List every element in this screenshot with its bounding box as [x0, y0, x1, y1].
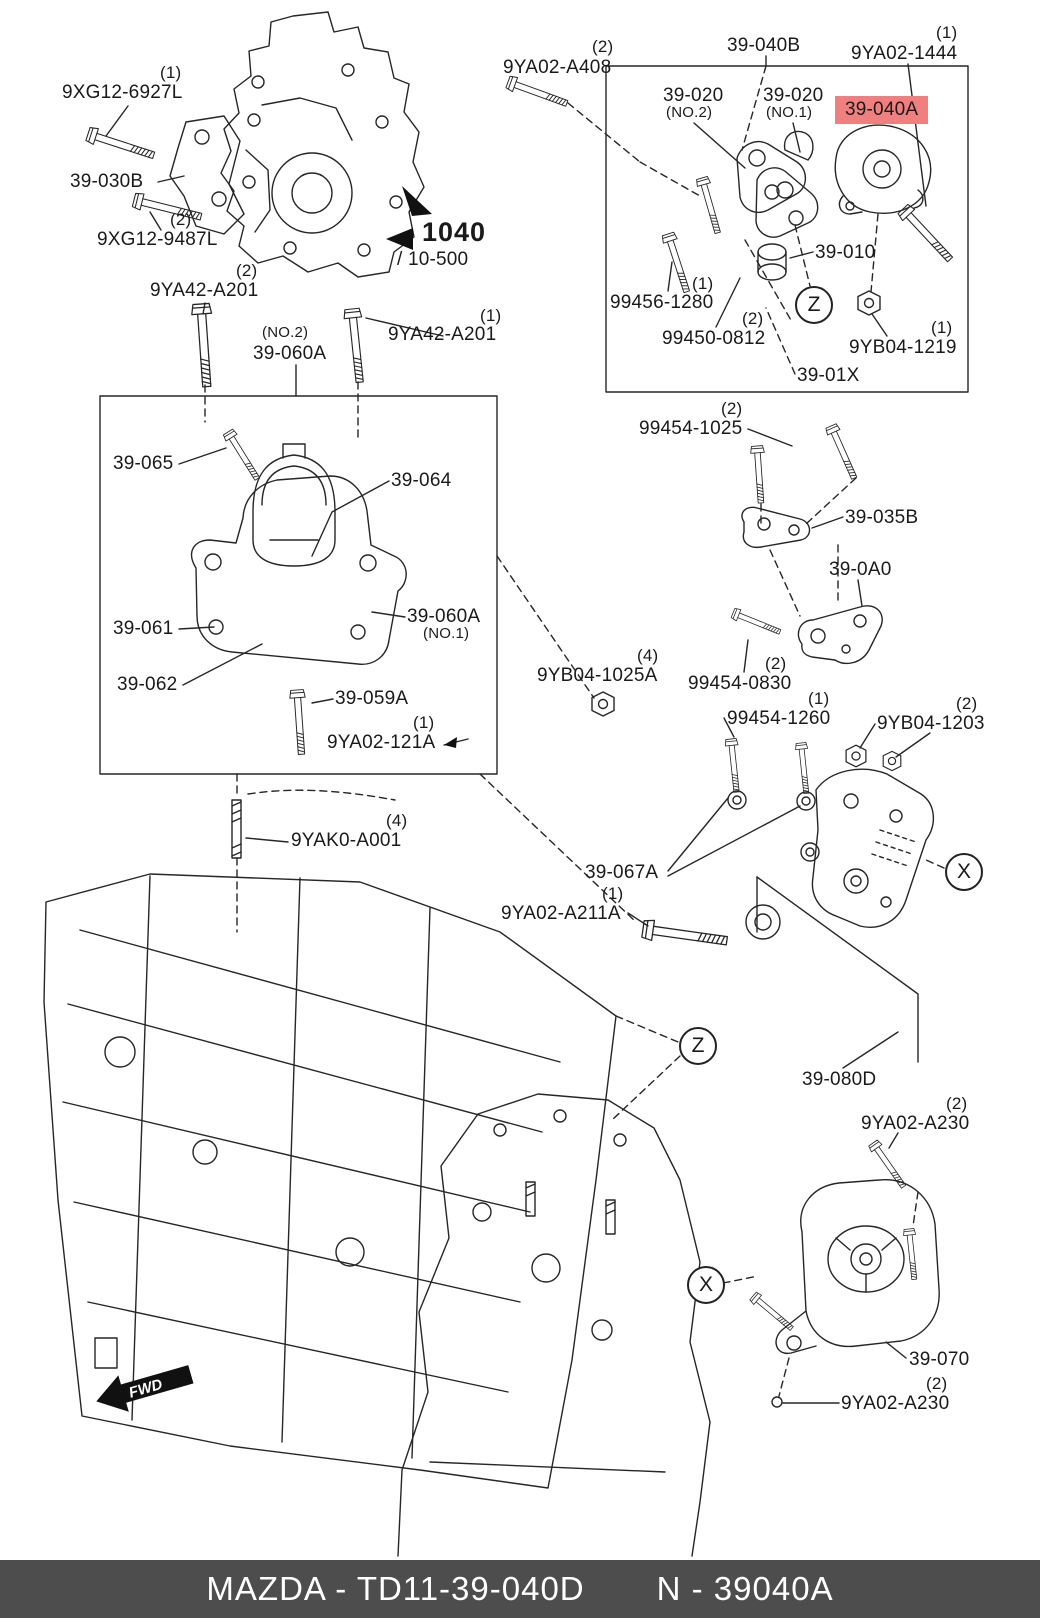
quantity-label: (2)	[926, 1374, 948, 1393]
part-label[interactable]: 39-010	[815, 242, 876, 263]
part-label[interactable]: 39-064	[391, 470, 452, 491]
leader-arrow-icon	[444, 737, 457, 748]
engine-block-outline	[43, 873, 617, 1489]
quantity-label: (1)	[808, 689, 830, 708]
part-label[interactable]: 39-065	[113, 453, 174, 474]
part-label[interactable]: 39-035B	[845, 507, 919, 528]
part-label[interactable]: 99454-0830	[688, 673, 792, 694]
part-label[interactable]: 99454-1025	[639, 418, 743, 439]
transmission-outline	[397, 1015, 711, 1557]
quantity-label: (1)	[602, 884, 624, 903]
part-label[interactable]: 39-060A	[253, 343, 327, 364]
spacer-plate-group	[496, 422, 883, 717]
stud-9yak0	[231, 773, 396, 933]
part-label[interactable]: 39-0A0	[829, 559, 892, 580]
quantity-label: (4)	[637, 646, 659, 665]
part-label[interactable]: 9YB04-1219	[849, 337, 957, 358]
part-label[interactable]: 9YA42-A201	[388, 324, 497, 345]
part-label[interactable]: 39-01X	[797, 365, 860, 386]
quantity-label: (4)	[386, 811, 408, 830]
quantity-label: (1)	[936, 23, 958, 42]
quantity-label: (2)	[946, 1094, 968, 1113]
zone-marker-x: X	[945, 853, 983, 891]
quantity-label: (1)	[160, 63, 182, 82]
zone-marker-z: Z	[795, 286, 833, 324]
quantity-label: (2)	[236, 261, 258, 280]
mount-39-070	[722, 1132, 940, 1408]
note-label: (NO.1)	[423, 625, 470, 642]
part-label-highlighted[interactable]: 39-040A	[835, 96, 929, 124]
part-label[interactable]: 39-059A	[335, 688, 409, 709]
ref-pointer-icon	[386, 228, 413, 250]
part-label[interactable]: 9YA02-121A	[327, 732, 436, 753]
quantity-label: (1)	[692, 274, 714, 293]
part-label[interactable]: 9XG12-6927L	[62, 82, 183, 103]
part-label[interactable]: 39-030B	[70, 171, 144, 192]
ref-label: / 10-500	[397, 249, 469, 270]
note-label: (NO.1)	[766, 104, 813, 121]
part-label[interactable]: 99450-0812	[662, 328, 766, 349]
engine-timing-cover	[220, 11, 425, 278]
part-label[interactable]: 39-062	[117, 674, 178, 695]
engine-mount-no2-box	[99, 302, 498, 775]
arrow-markers	[386, 186, 457, 748]
quantity-label: (2)	[765, 654, 787, 673]
part-label[interactable]: 9YA02-A230	[841, 1393, 950, 1414]
part-label[interactable]: 9YA02-A408	[503, 57, 612, 78]
part-label[interactable]: 39-070	[909, 1349, 970, 1370]
bracket-39-067A	[479, 717, 945, 1069]
part-label[interactable]: 39-020	[663, 85, 724, 106]
zone-marker-z: Z	[679, 1027, 717, 1065]
bracket-39-030B	[84, 105, 245, 235]
part-label[interactable]: 9YA02-1444	[851, 43, 958, 64]
part-label[interactable]: 99454-1260	[727, 708, 831, 729]
part-label[interactable]: 9YB04-1203	[877, 713, 985, 734]
part-label[interactable]: 9YB04-1025A	[537, 665, 658, 686]
part-label[interactable]: 39-020	[763, 85, 824, 106]
part-label[interactable]: 99456-1280	[610, 292, 714, 313]
part-label[interactable]: 9YA02-A211A	[501, 903, 621, 924]
zone-marker-x: X	[687, 1266, 725, 1304]
footer-bar: MAZDA - TD11-39-040D N - 39040A	[0, 1560, 1040, 1618]
part-label[interactable]: 39-067A	[585, 862, 659, 883]
ref-label: 1040	[422, 217, 487, 247]
footer-ref-code: N - 39040A	[656, 1570, 834, 1607]
engine-mount-no1-box	[504, 55, 969, 393]
part-label[interactable]: 9XG12-9487L	[97, 229, 218, 250]
quantity-label: (1)	[931, 318, 953, 337]
part-label[interactable]: 39-060A	[407, 606, 481, 627]
part-label[interactable]: 39-080D	[802, 1069, 877, 1090]
quantity-label: (2)	[742, 309, 764, 328]
quantity-label: (1)	[413, 713, 435, 732]
quantity-label: (1)	[480, 306, 502, 325]
note-label: (NO.2)	[262, 324, 309, 341]
ref-arrow-icon	[402, 186, 432, 216]
part-label[interactable]: 9YA42-A201	[150, 280, 259, 301]
part-label[interactable]: 39-040B	[727, 35, 801, 56]
quantity-label: (2)	[170, 210, 192, 229]
part-label[interactable]: 9YA02-A230	[861, 1113, 970, 1134]
note-label: (NO.2)	[666, 104, 713, 121]
part-label[interactable]: 39-061	[113, 618, 174, 639]
part-label[interactable]: 9YAK0-A001	[291, 830, 402, 851]
quantity-label: (2)	[956, 694, 978, 713]
footer-part-code: MAZDA - TD11-39-040D	[206, 1570, 585, 1607]
quantity-label: (2)	[592, 37, 614, 56]
quantity-label: (2)	[721, 399, 743, 418]
